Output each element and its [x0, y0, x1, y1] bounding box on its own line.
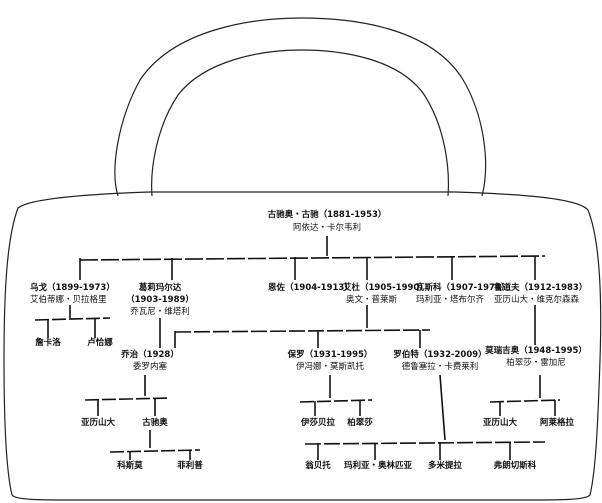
name-label: 乌戈（1899-1973） [30, 282, 115, 293]
person-roberto: 罗伯特（1932-2009） 德鲁塞拉・卡费莱利 [393, 349, 486, 372]
name-label: 葛莉玛尔达 [138, 282, 182, 293]
name-label: 阿莱格拉 [540, 417, 575, 428]
spouse-label: 乔瓦尼・维塔利 [130, 306, 190, 317]
name-label: 科斯莫 [117, 460, 143, 471]
person-alessandra: 亚历山大 [483, 417, 518, 428]
name-label: 乔治（1928） [120, 349, 179, 360]
person-patrizia: 柏翠莎 [347, 417, 373, 428]
person-guccio: 古驰奥・古驰（1881-1953） 阿依达・卡尔韦利 [268, 209, 387, 233]
years-label: （1903-1989） [126, 294, 194, 305]
person-guccio-jr: 古驰奥 [142, 417, 168, 428]
name-label: 恩佐（1904-1913） [268, 282, 353, 293]
person-francesco: 弗朗切斯科 [494, 460, 537, 471]
spouse-label: 艾伯蒂娜・贝拉格里 [30, 294, 107, 305]
name-label: 莫瑞吉奥（1948-1995） [484, 345, 587, 356]
person-rodolfo: 鲁道夫（1912-1983） 亚历山大・维克尔森森 [494, 282, 587, 305]
person-enzo: 恩佐（1904-1913） [268, 282, 353, 293]
person-cosimo: 科斯莫 [117, 460, 143, 471]
person-lucia: 卢恰娜 [87, 337, 113, 348]
spouse-label: 伊冯娜・莫斯凯托 [296, 361, 365, 372]
name-label: 柏翠莎 [347, 417, 373, 428]
person-ugo: 乌戈（1899-1973） 艾伯蒂娜・贝拉格里 [30, 282, 115, 305]
spouse-label: 阿依达・卡尔韦利 [293, 222, 361, 233]
spouse-label: 委罗内塞 [133, 361, 168, 372]
person-filippo: 菲利普 [177, 460, 203, 471]
spouse-label: 柏翠莎・雷加尼 [506, 357, 566, 368]
person-vasco: 瓦斯科（1907-1974） 玛利亚・塔布尔齐 [416, 282, 509, 305]
person-allegra: 阿莱格拉 [540, 417, 575, 428]
name-label: 菲利普 [177, 460, 203, 471]
name-label: 罗伯特（1932-2009） [393, 349, 486, 360]
name-label: 伊莎贝拉 [300, 417, 336, 428]
person-alessandro: 亚历山大 [81, 417, 116, 428]
bag-handle-inner [151, 49, 449, 197]
person-paolo: 保罗（1931-1995） 伊冯娜・莫斯凯托 [287, 349, 373, 372]
spouse-label: 亚历山大・维克尔森森 [494, 294, 580, 305]
person-aldo: 艾杜（1905-1990） 奥文・普莱斯 [343, 282, 428, 305]
name-label: 保罗（1931-1995） [287, 349, 373, 360]
person-umberto: 翁贝托 [305, 460, 331, 471]
bag-body-outline [3, 191, 602, 501]
spouse-label: 玛利亚・塔布尔齐 [416, 294, 485, 305]
bag-handle-outer [114, 17, 487, 197]
connector-lines [34, 236, 561, 460]
person-elisabetta: 伊莎贝拉 [300, 417, 336, 428]
name-label: 瓦斯科（1907-1974） [416, 282, 509, 293]
name-label: 亚历山大 [483, 417, 518, 428]
person-giorgio: 乔治（1928） 委罗内塞 [120, 349, 179, 372]
name-label: 艾杜（1905-1990） [343, 282, 428, 293]
person-maurizio: 莫瑞吉奥（1948-1995） 柏翠莎・雷加尼 [484, 345, 587, 368]
name-label: 多米提拉 [428, 460, 463, 471]
spouse-label: 德鲁塞拉・卡费莱利 [402, 361, 479, 372]
name-label: 亚历山大 [81, 417, 116, 428]
name-label: 玛利亚・奥林匹亚 [344, 460, 413, 471]
name-label: 鲁道夫（1912-1983） [494, 282, 587, 293]
name-label: 翁贝托 [305, 460, 331, 471]
person-maria-olimpia: 玛利亚・奥林匹亚 [344, 460, 413, 471]
person-grimalda: 葛莉玛尔达 （1903-1989） 乔瓦尼・维塔利 [126, 282, 194, 317]
name-label: 古驰奥 [142, 417, 168, 428]
name-label: 古驰奥・古驰（1881-1953） [268, 209, 387, 220]
name-label: 弗朗切斯科 [494, 460, 537, 471]
person-giancarlo: 詹卡洛 [34, 337, 61, 348]
name-label: 詹卡洛 [34, 337, 61, 348]
name-label: 卢恰娜 [87, 337, 113, 348]
person-domitilla: 多米提拉 [428, 460, 463, 471]
spouse-label: 奥文・普莱斯 [346, 294, 398, 305]
